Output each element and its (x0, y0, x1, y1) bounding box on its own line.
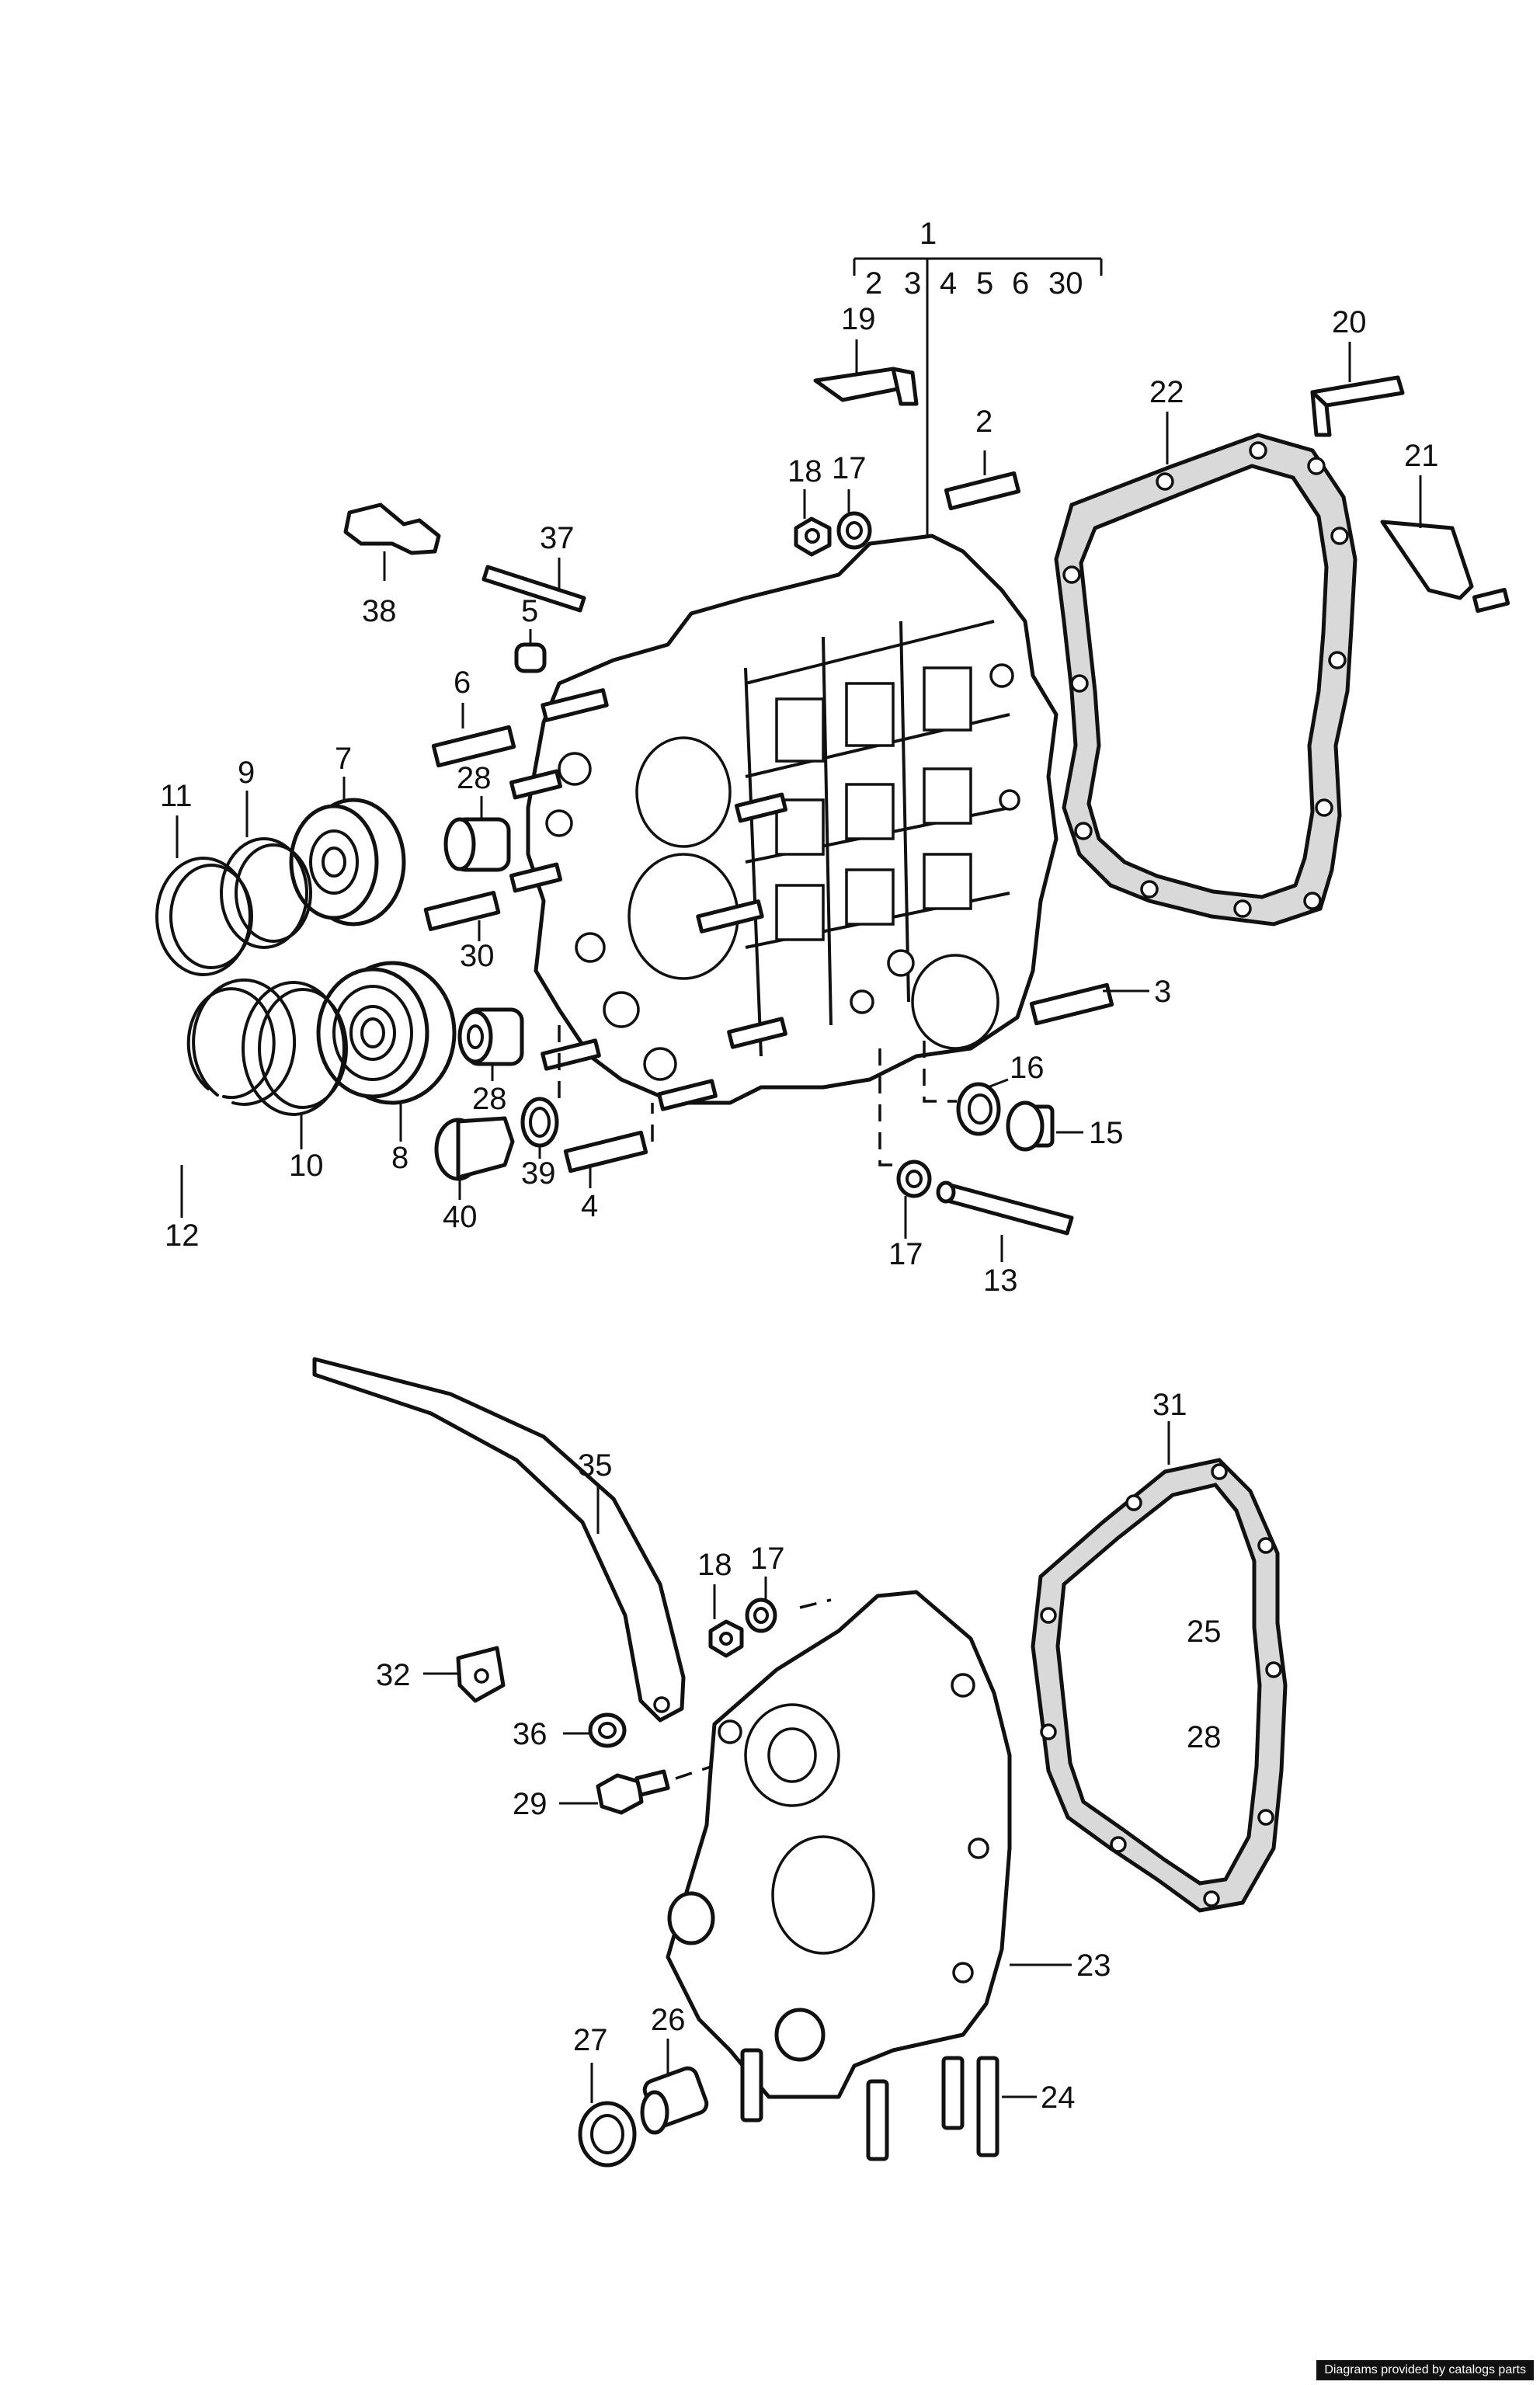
callout-kit-4: 4 (940, 266, 957, 301)
callout-38: 38 (362, 594, 397, 628)
callout-5: 5 (521, 594, 538, 628)
callout-29: 29 (513, 1787, 548, 1821)
part-3-stud (1029, 982, 1149, 1026)
callout-15: 15 (1089, 1116, 1124, 1150)
end-cover-studs (740, 2048, 965, 2161)
part-21-bracket (1380, 475, 1510, 614)
callout-27: 27 (573, 2023, 608, 2057)
callout-36: 36 (513, 1717, 548, 1751)
part-18-nut-bottom (708, 1584, 744, 1658)
callout-10: 10 (289, 1149, 324, 1183)
part-17-nut-top (836, 489, 872, 550)
part-31-gasket (1031, 1421, 1288, 1913)
callout-9: 9 (238, 756, 255, 790)
part-17-nut-lower (878, 1048, 932, 1239)
callout-35: 35 (578, 1448, 613, 1483)
callout-8: 8 (391, 1141, 408, 1175)
callout-26: 26 (651, 2003, 686, 2037)
callout-37: 37 (540, 521, 575, 555)
callout-28-lower: 28 (472, 1082, 507, 1116)
part-11-snap-ring (155, 815, 253, 976)
callout-24: 24 (1041, 2081, 1076, 2115)
part-28-bushing-upper (443, 796, 511, 872)
part-17-nut-bottom (745, 1577, 832, 1633)
callout-17-bottom: 17 (750, 1542, 785, 1576)
part-6-stud (431, 703, 516, 768)
part-16-seal-ring (923, 1041, 1009, 1136)
callout-kit-6: 6 (1012, 266, 1029, 301)
callout-12: 12 (165, 1219, 200, 1253)
part-2-stud (944, 450, 1021, 511)
part-8-bearing (316, 961, 457, 1142)
callout-kit-30: 30 (1048, 266, 1083, 301)
callout-13: 13 (983, 1264, 1018, 1298)
part-15-plug (1006, 1100, 1083, 1152)
callout-20: 20 (1332, 305, 1367, 339)
callout-30: 30 (460, 939, 495, 973)
part-20-bracket (1310, 342, 1405, 437)
housing-studs (509, 688, 788, 1111)
callout-17-lower: 17 (888, 1237, 923, 1271)
callout-18-top: 18 (787, 454, 822, 488)
part-27-cap (578, 2063, 637, 2168)
callout-17-top: 17 (832, 451, 867, 485)
main-housing (526, 534, 1059, 1105)
credit-badge: Diagrams provided by catalogs parts (1316, 2360, 1534, 2380)
part-32-clip (423, 1646, 506, 1703)
part-35-strap (312, 1357, 686, 1723)
callout-16: 16 (1010, 1051, 1045, 1085)
callout-28-bottom: 28 (1187, 1720, 1222, 1754)
callout-23: 23 (1076, 1949, 1111, 1983)
callout-32: 32 (376, 1658, 411, 1692)
part-39-ring (520, 1025, 561, 1159)
callout-39: 39 (521, 1156, 556, 1191)
part-24-stud (976, 2056, 1037, 2157)
callout-kit-5: 5 (976, 266, 993, 301)
kit-bracket-1 (853, 257, 1103, 544)
part-13-shaft (936, 1180, 1074, 1262)
callout-1: 1 (919, 217, 937, 251)
part-40-plug (434, 1116, 515, 1200)
callout-22: 22 (1149, 375, 1184, 409)
part-29-bolt (559, 1761, 723, 1815)
callout-25: 25 (1187, 1615, 1222, 1649)
part-38-switch (343, 502, 441, 581)
part-4-stud (563, 1103, 654, 1188)
part-18-nut-top (794, 489, 832, 557)
callout-31: 31 (1152, 1388, 1187, 1422)
part-9-snap-ring (220, 791, 312, 949)
part-26-sleeve (640, 2039, 709, 2135)
callout-6: 6 (454, 666, 471, 700)
callout-28-upper: 28 (457, 761, 492, 795)
part-37-pin (481, 558, 586, 613)
part-30-stud (423, 890, 501, 941)
part-12-snap-ring (180, 978, 297, 1218)
part-10-snap-ring (242, 981, 348, 1149)
callout-19: 19 (841, 302, 876, 336)
callout-kit-3: 3 (904, 266, 921, 301)
callout-2: 2 (975, 405, 992, 439)
callout-7: 7 (335, 742, 352, 776)
callout-21: 21 (1404, 439, 1439, 473)
callout-40: 40 (443, 1200, 478, 1234)
part-22-gasket (1054, 412, 1357, 927)
part-7-bearing (289, 777, 406, 927)
callout-3: 3 (1154, 975, 1171, 1009)
callout-4: 4 (581, 1189, 598, 1223)
part-5-dowel (514, 629, 547, 673)
callout-kit-2: 2 (865, 266, 882, 301)
callout-11: 11 (160, 779, 193, 813)
part-23-end-cover (666, 1590, 1072, 2099)
callout-18-bottom: 18 (697, 1548, 732, 1582)
part-36-nut (563, 1712, 627, 1748)
part-28-bushing-lower (457, 1007, 524, 1081)
callout-labels: 1 2 3 4 5 6 30 19 20 22 2 21 18 17 37 38… (160, 217, 1439, 2115)
part-19-bracket (813, 339, 919, 406)
